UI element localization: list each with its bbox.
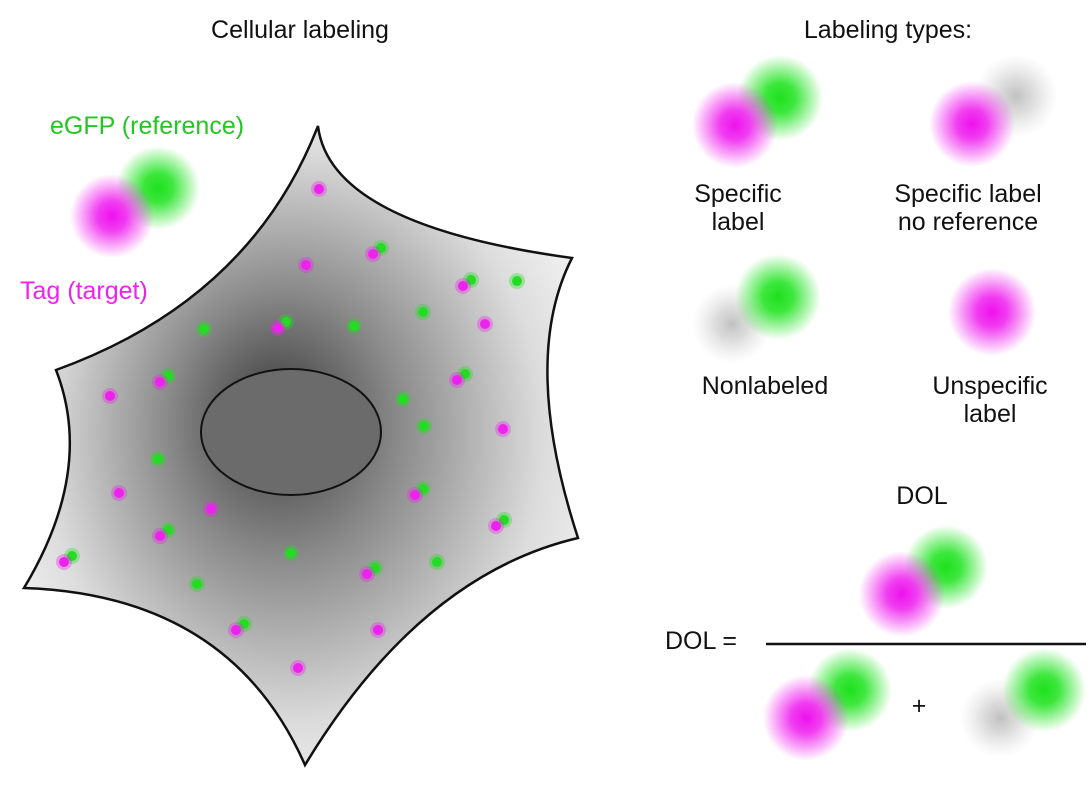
egfp-dot [281,317,291,327]
tag-dot [231,625,241,635]
egfp-reference-label: eGFP (reference) [50,112,245,140]
tag-target-label: Tag (target) [20,277,148,305]
tag-dot [114,488,124,498]
egfp-dot [192,579,202,589]
egfp-dot [67,551,77,561]
egfp-dot [466,275,476,285]
tag-dot [458,281,468,291]
dol-numerator-blob-icon [859,525,988,637]
unspecific-label-line1: Unspecific [932,372,1048,400]
tag-dot [368,249,378,259]
dol-title: DOL [896,482,948,510]
tag-dot [105,391,115,401]
tag-dot [362,569,372,579]
specific-label-blob-icon [692,55,823,168]
tag-dot [498,424,508,434]
tag-dot [293,663,303,673]
egfp-dot [163,371,173,381]
tag-dot [410,490,420,500]
dol-denominator-nonlabeled-blob-icon [960,648,1086,758]
unspecific-label-blob-icon [948,268,1036,356]
egfp-dot [349,321,359,331]
dol-equation-lhs: DOL = [665,627,738,655]
tag-dot [491,521,501,531]
specific-no-reference-line2: no reference [897,208,1039,236]
egfp-dot [419,421,429,431]
egfp-dot [286,548,296,558]
nonlabeled-label: Nonlabeled [701,372,829,400]
egfp-dot [512,276,522,286]
specific-no-reference-blob-icon [929,54,1058,167]
cell-dots [56,181,525,676]
egfp-dot [153,454,163,464]
tag-dot [155,531,165,541]
unspecific-label-line2: label [963,400,1017,428]
nucleus [200,368,382,496]
tag-dot [59,557,69,567]
egfp-dot [370,563,380,573]
egfp-dot [163,525,173,535]
tag-dot [373,625,383,635]
specific-no-reference-line1: Specific label [894,180,1042,208]
labeling-types-title: Labeling types: [803,16,973,44]
egfp-dot [199,324,209,334]
nonlabeled-blob-icon [692,254,821,364]
tag-dot [314,184,324,194]
tag-dot [452,375,462,385]
egfp-dot [499,515,509,525]
egfp-dot [398,394,408,404]
plus-sign: + [911,692,927,720]
dol-denominator-specific-blob-icon [763,648,892,761]
cellular-labeling-title: Cellular labeling [211,16,389,44]
egfp-dot [418,484,428,494]
tag-dot [206,504,216,514]
tag-dot [273,323,283,333]
specific-label-line1: Specific [694,180,782,208]
tag-dot [155,377,165,387]
egfp-dot [432,557,442,567]
egfp-dot [418,307,428,317]
specific-label-line2: label [711,208,765,236]
egfp-dot [239,619,249,629]
legend-egfp-tag-blob-icon [70,146,200,258]
tag-dot [480,319,490,329]
egfp-dot [376,243,386,253]
tag-dot [301,260,311,270]
egfp-dot [460,369,470,379]
